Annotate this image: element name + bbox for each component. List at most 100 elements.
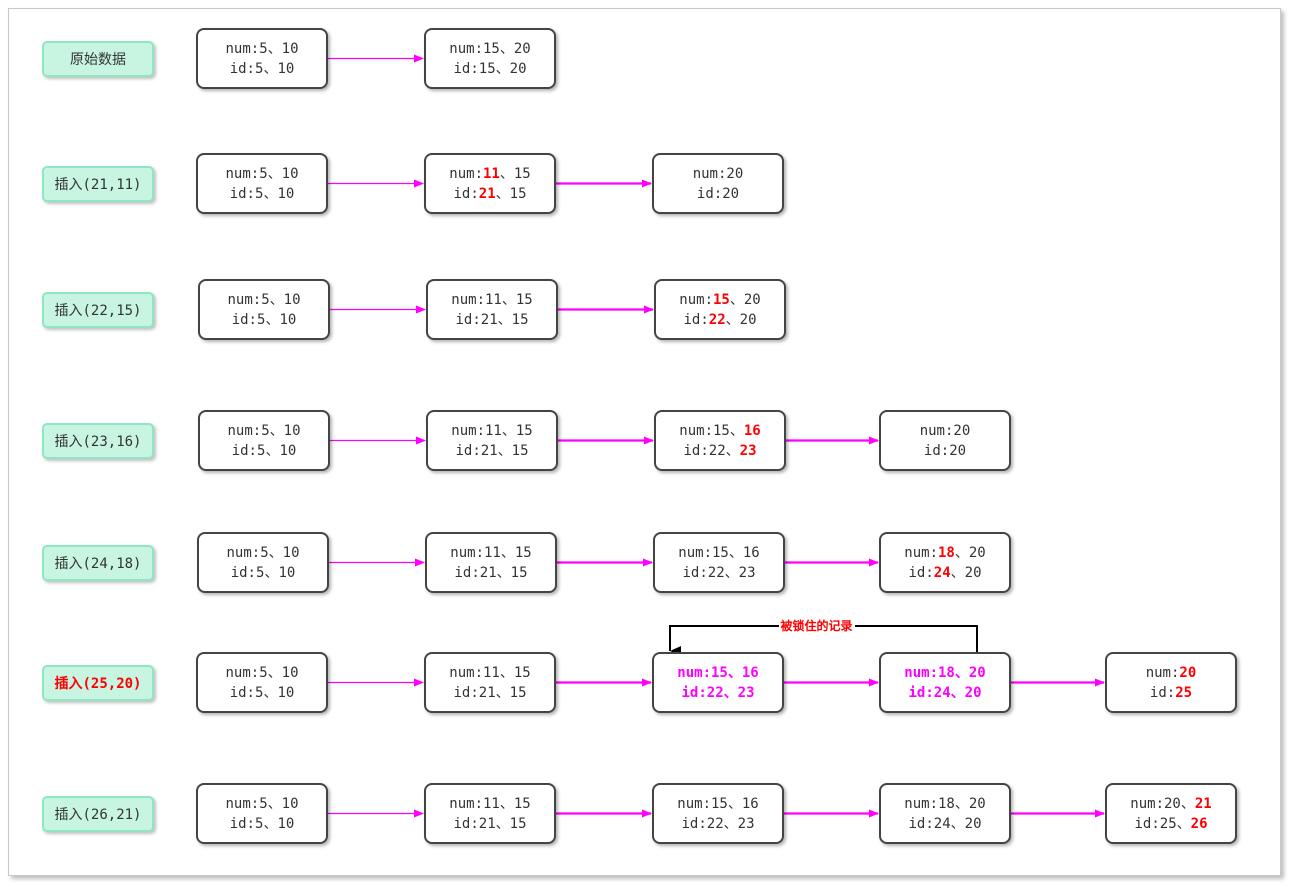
value-separator: 、 bbox=[269, 291, 284, 308]
new-value: 21 bbox=[1194, 795, 1212, 812]
value: 24 bbox=[933, 684, 951, 701]
field-key: num: bbox=[919, 422, 954, 439]
value: 20 bbox=[964, 815, 982, 832]
value: 10 bbox=[277, 60, 295, 77]
value: 21 bbox=[478, 815, 496, 832]
value: 5 bbox=[255, 815, 264, 832]
value: 20 bbox=[968, 664, 986, 681]
value: 10 bbox=[282, 544, 300, 561]
row-label: 插入(26,21) bbox=[42, 795, 154, 832]
field-key: num: bbox=[449, 795, 483, 812]
value: 21 bbox=[480, 442, 498, 459]
id-line: id:22、23 bbox=[681, 683, 754, 703]
value-separator: 、 bbox=[263, 60, 278, 77]
new-value: 24 bbox=[933, 564, 951, 581]
new-value: 21 bbox=[478, 185, 496, 202]
value: 15 bbox=[713, 422, 730, 439]
num-line: num:11、15 bbox=[449, 164, 530, 184]
value: 5 bbox=[259, 40, 268, 57]
value-separator: 、 bbox=[729, 291, 744, 308]
field-key: id: bbox=[908, 564, 934, 581]
value: 20 bbox=[964, 684, 982, 701]
value-separator: 、 bbox=[267, 664, 282, 681]
value-separator: 、 bbox=[267, 795, 282, 812]
value: 22 bbox=[707, 564, 725, 581]
num-line: num:18、20 bbox=[904, 794, 985, 814]
new-value: 16 bbox=[743, 422, 761, 439]
value: 5 bbox=[256, 564, 265, 581]
field-key: id: bbox=[230, 564, 256, 581]
value: 5 bbox=[255, 60, 264, 77]
value: 15 bbox=[509, 815, 527, 832]
id-line: id:5、10 bbox=[230, 184, 295, 204]
id-line: id:22、23 bbox=[681, 814, 754, 834]
value: 15 bbox=[711, 795, 728, 812]
new-value: 18 bbox=[938, 544, 955, 561]
value: 5 bbox=[257, 311, 266, 328]
value: 20 bbox=[743, 291, 761, 308]
id-line: id:5、10 bbox=[230, 59, 295, 79]
value-separator: 、 bbox=[725, 311, 740, 328]
id-line: id:5、10 bbox=[230, 683, 295, 703]
value: 16 bbox=[741, 795, 759, 812]
value: 20 bbox=[739, 311, 757, 328]
field-key: num: bbox=[227, 291, 262, 308]
id-line: id:5、10 bbox=[232, 441, 297, 461]
value-separator: 、 bbox=[729, 422, 744, 439]
field-key: num: bbox=[904, 795, 938, 812]
value: 11 bbox=[483, 795, 500, 812]
value-separator: 、 bbox=[728, 544, 743, 561]
value-separator: 、 bbox=[495, 60, 510, 77]
id-line: id:5、10 bbox=[231, 563, 296, 583]
value: 15 bbox=[509, 684, 527, 701]
value: 5 bbox=[261, 422, 270, 439]
value-separator: 、 bbox=[263, 815, 278, 832]
value: 5 bbox=[255, 185, 264, 202]
value: 5 bbox=[259, 795, 268, 812]
value-separator: 、 bbox=[1176, 815, 1191, 832]
value: 10 bbox=[283, 422, 301, 439]
value: 22 bbox=[708, 442, 726, 459]
value-separator: 、 bbox=[725, 442, 740, 459]
field-key: id: bbox=[908, 684, 934, 701]
value: 23 bbox=[737, 684, 755, 701]
value: 23 bbox=[737, 815, 755, 832]
value: 11 bbox=[485, 422, 502, 439]
field-key: id: bbox=[682, 564, 708, 581]
field-key: id: bbox=[453, 684, 479, 701]
value-separator: 、 bbox=[954, 795, 969, 812]
num-line: num:15、16 bbox=[677, 794, 758, 814]
value: 23 bbox=[738, 564, 756, 581]
field-key: num: bbox=[904, 664, 938, 681]
field-key: id: bbox=[453, 60, 479, 77]
value: 15 bbox=[515, 422, 533, 439]
value: 10 bbox=[277, 185, 295, 202]
field-key: id: bbox=[453, 815, 479, 832]
value: 15 bbox=[478, 60, 496, 77]
field-key: num: bbox=[677, 664, 711, 681]
value-separator: 、 bbox=[501, 291, 516, 308]
new-value: 20 bbox=[1179, 664, 1197, 681]
field-key: num: bbox=[679, 422, 713, 439]
id-line: id:5、10 bbox=[230, 814, 295, 834]
field-key: id: bbox=[908, 815, 934, 832]
num-line: num:11、15 bbox=[449, 794, 530, 814]
num-line: num:20 bbox=[693, 164, 744, 184]
value-separator: 、 bbox=[499, 795, 514, 812]
new-value: 15 bbox=[713, 291, 730, 308]
num-line: num:5、10 bbox=[226, 543, 299, 563]
field-key: num: bbox=[450, 544, 484, 561]
row-label: 插入(25,20) bbox=[42, 664, 154, 701]
field-key: num: bbox=[692, 165, 727, 182]
num-line: num:18、20 bbox=[904, 543, 985, 563]
value-separator: 、 bbox=[501, 422, 516, 439]
